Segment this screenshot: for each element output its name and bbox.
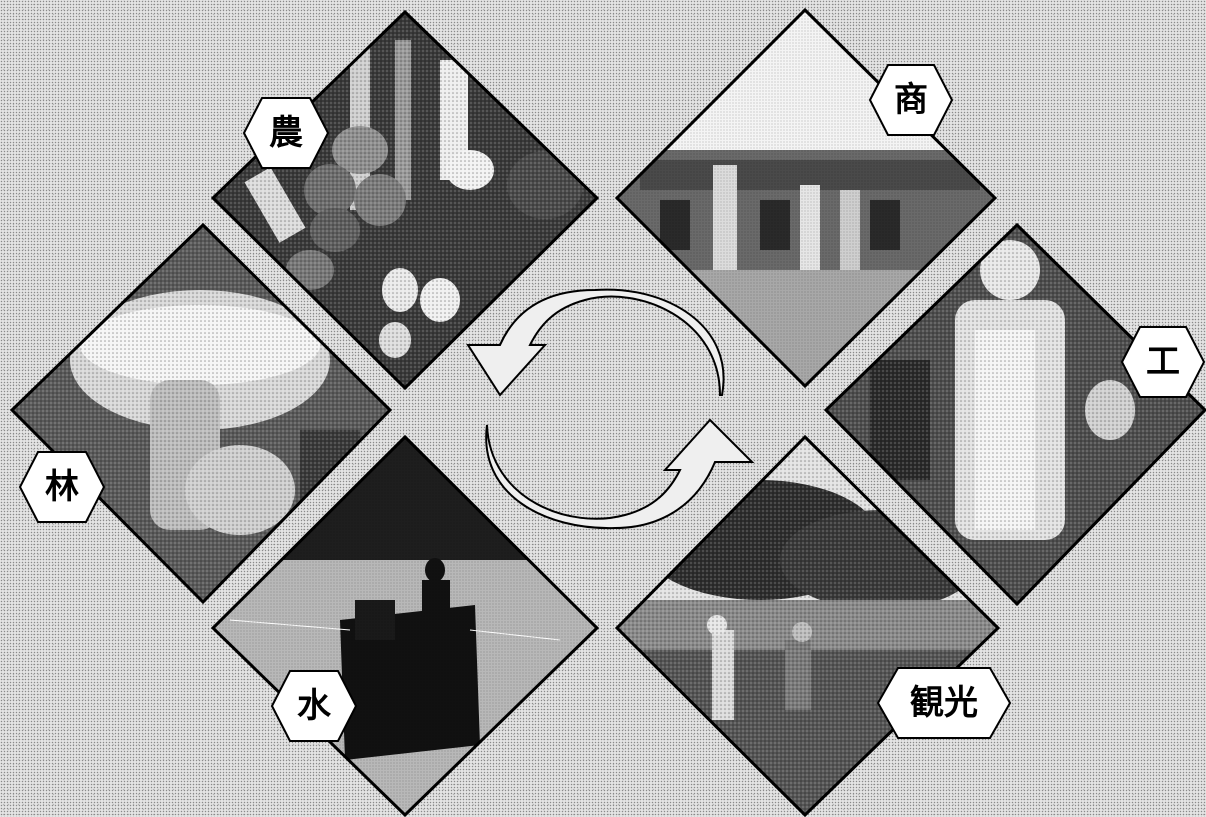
cycle-arrows-icon [466,288,755,530]
badge-agriculture-label: 農 [269,113,303,153]
badge-commerce-label: 商 [894,80,928,120]
badge-forestry-label: 林 [45,467,79,507]
badge-forestry: 林 [18,451,106,523]
badge-agriculture: 農 [242,97,330,169]
badge-industry: 工 [1120,326,1206,398]
badge-industry-label: 工 [1146,342,1180,382]
badge-commerce: 商 [868,64,954,136]
badge-tourism: 観光 [876,667,1012,739]
badge-fishery-label: 水 [297,686,332,726]
badge-fishery: 水 [270,670,358,742]
badge-tourism-label: 観光 [910,683,978,723]
